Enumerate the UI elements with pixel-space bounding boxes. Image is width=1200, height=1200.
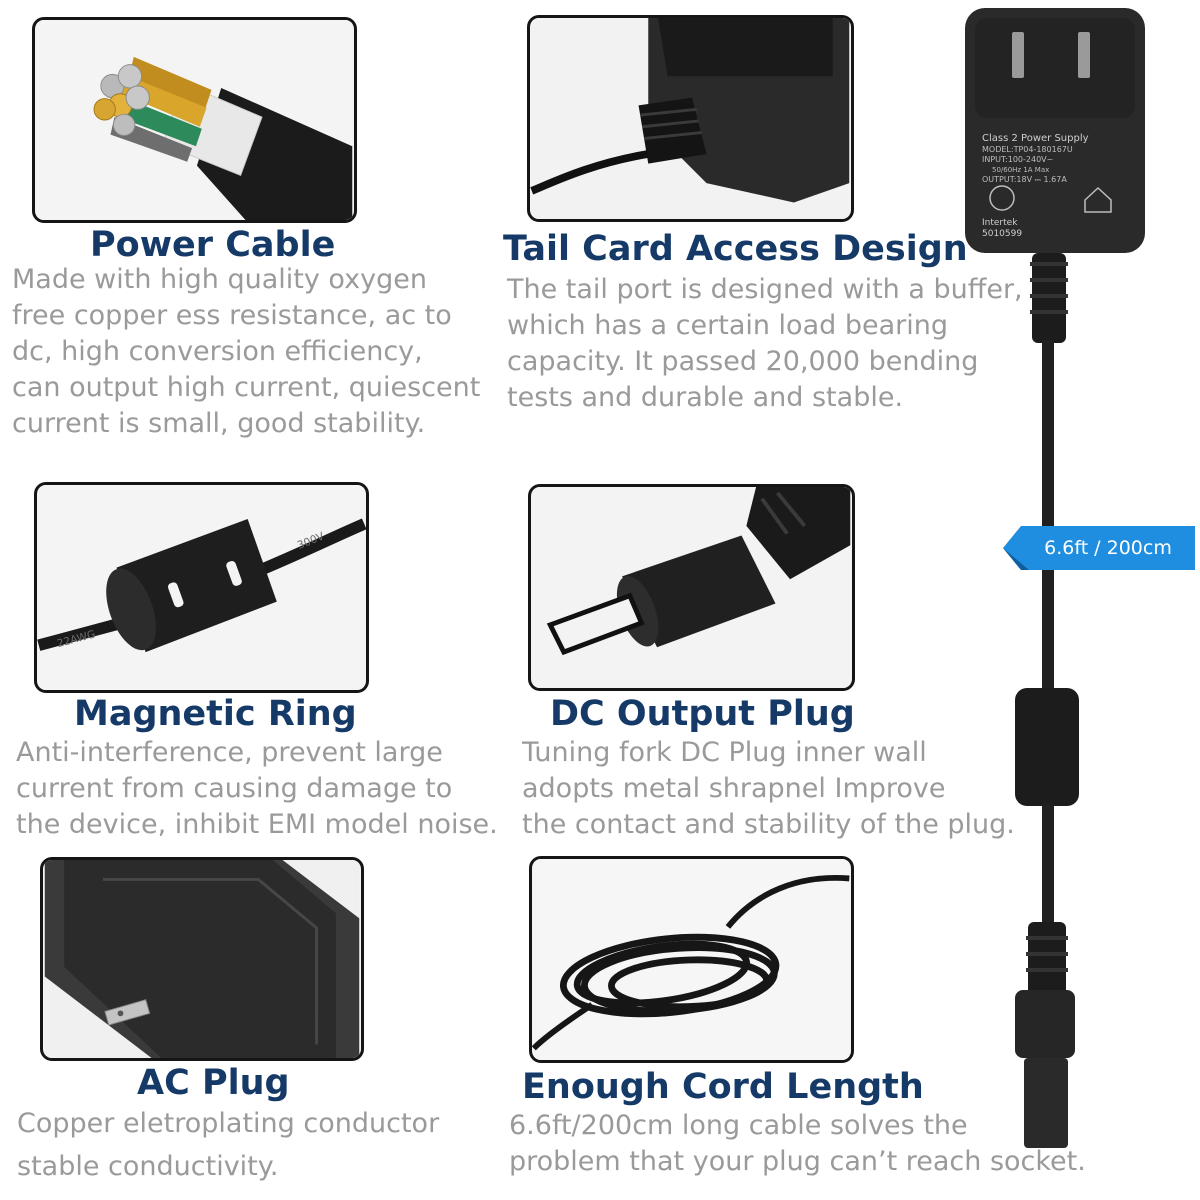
desc-line: free copper ess resistance, ac to	[12, 300, 452, 331]
ac-plug-image	[40, 857, 364, 1061]
desc-line: Tuning fork DC Plug inner wall	[522, 737, 927, 768]
power-cable-image	[32, 17, 357, 223]
cord-length-image	[529, 856, 854, 1063]
coiled-cord-illustration	[532, 859, 850, 1060]
desc-line: tests and durable and stable.	[507, 382, 904, 413]
feature-title-cord-length: Enough Cord Length	[522, 1067, 924, 1107]
adapter-label-text: Class 2 Power Supply	[982, 133, 1089, 144]
dc-output-plug-image	[528, 484, 855, 691]
feature-title-magnetic-ring: Magnetic Ring	[74, 694, 357, 734]
desc-line: dc, high conversion efficiency,	[12, 336, 423, 367]
desc-line: problem that your plug can’t reach socke…	[509, 1146, 1086, 1177]
feature-desc-tail-card: The tail port is designed with a buffer,…	[507, 272, 1023, 416]
power-cable-illustration	[36, 20, 353, 220]
adapter-label-text: Intertek	[982, 218, 1018, 228]
feature-title-power-cable: Power Cable	[90, 225, 336, 265]
desc-line: Anti-interference, prevent large	[16, 737, 443, 768]
adapter-label-text: 5010599	[982, 229, 1022, 239]
feature-title-dc-output-plug: DC Output Plug	[550, 694, 855, 734]
dc-plug-illustration	[532, 487, 851, 688]
adapter-label-text: INPUT:100-240V~	[982, 155, 1053, 164]
desc-line: the contact and stability of the plug.	[522, 809, 1015, 840]
desc-line: Copper eletroplating conductor	[17, 1108, 440, 1139]
desc-line: capacity. It passed 20,000 bending	[507, 346, 979, 377]
desc-line: the device, inhibit EMI model noise.	[16, 809, 498, 840]
magnetic-ring-illustration: 22AWG 300V	[37, 485, 366, 690]
feature-title-ac-plug: AC Plug	[137, 1063, 290, 1103]
ac-plug-illustration	[44, 860, 360, 1058]
desc-line: The tail port is designed with a buffer,	[507, 274, 1023, 305]
desc-line: 6.6ft/200cm long cable solves the	[509, 1110, 968, 1141]
adapter-label-text: 50/60Hz 1A Max	[992, 166, 1049, 174]
magnetic-ring-image: 22AWG 300V	[34, 482, 369, 693]
tail-card-illustration	[530, 18, 850, 219]
tail-card-image	[527, 15, 854, 222]
desc-line: stable conductivity.	[17, 1151, 279, 1182]
feature-title-tail-card: Tail Card Access Design	[503, 229, 968, 269]
desc-line: which has a certain load bearing	[507, 310, 948, 341]
adapter-label-text: MODEL:TP04-180167U	[982, 145, 1073, 154]
full-adapter-illustration: Class 2 Power Supply MODEL:TP04-180167U …	[965, 8, 1145, 1148]
desc-line: Made with high quality oxygen	[12, 264, 427, 295]
desc-line: adopts metal shrapnel Improve	[522, 773, 946, 804]
feature-desc-ac-plug: Copper eletroplating conductor stable co…	[17, 1102, 439, 1188]
feature-desc-power-cable: Made with high quality oxygen free coppe…	[12, 262, 480, 442]
feature-desc-cord-length: 6.6ft/200cm long cable solves the proble…	[509, 1108, 1086, 1180]
length-tag-label: 6.6ft / 200cm	[1044, 537, 1172, 559]
feature-desc-magnetic-ring: Anti-interference, prevent large current…	[16, 735, 498, 843]
desc-line: current from causing damage to	[16, 773, 453, 804]
length-tag-shape	[1003, 526, 1195, 570]
adapter-label-text: OUTPUT:18V ⎓ 1.67A	[982, 175, 1067, 184]
desc-line: current is small, good stability.	[12, 408, 426, 439]
feature-desc-dc-output-plug: Tuning fork DC Plug inner wall adopts me…	[522, 735, 1015, 843]
desc-line: can output high current, quiescent	[12, 372, 481, 403]
